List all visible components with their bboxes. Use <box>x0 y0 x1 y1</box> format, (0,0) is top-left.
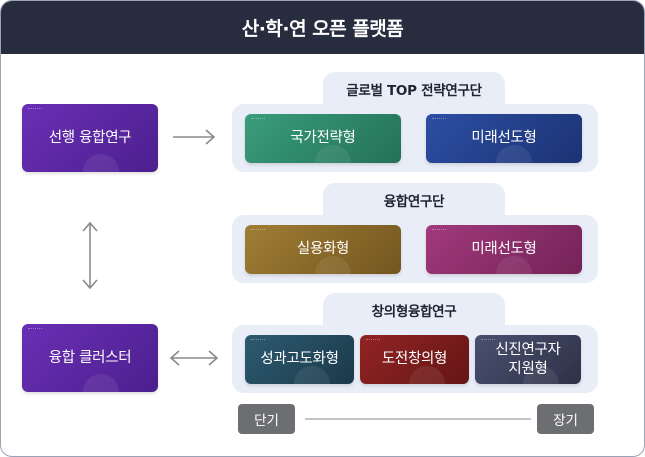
cluster-box: 융합 클러스터 <box>22 324 158 392</box>
challenge-label: 도전창의형 <box>381 351 448 368</box>
creative-group-title: 창의형융합연구 <box>323 293 505 327</box>
future-leading-box-magenta: 미래선도형 <box>426 225 582 274</box>
national-strategy-box: 국가전략형 <box>245 114 401 163</box>
horizontal-double-arrow <box>169 350 219 366</box>
future-leading-label-magenta: 미래선도형 <box>471 241 537 258</box>
performance-label: 성과고도화형 <box>260 351 339 368</box>
practical-label: 실용화형 <box>296 241 350 258</box>
advanced-research-box: 선행 융합연구 <box>22 104 158 172</box>
convergence-group-title: 융합연구단 <box>323 183 505 217</box>
future-leading-box-blue: 미래선도형 <box>426 114 582 163</box>
young-researcher-label: 신진연구자 지원형 <box>495 342 561 377</box>
advanced-research-label: 선행 융합연구 <box>48 129 132 146</box>
cluster-label: 융합 클러스터 <box>48 349 132 366</box>
challenge-box: 도전창의형 <box>360 335 469 384</box>
global-group-title: 글로벌 TOP 전략연구단 <box>323 72 505 106</box>
short-term-pill: 단기 <box>238 404 295 434</box>
national-strategy-label: 국가전략형 <box>290 130 356 147</box>
right-arrow <box>173 129 216 145</box>
vertical-double-arrow <box>82 221 98 290</box>
timeline-line <box>305 418 531 420</box>
page-title: 산·학·연 오픈 플랫폼 <box>1 1 644 54</box>
practical-box: 실용화형 <box>245 225 401 274</box>
long-term-pill: 장기 <box>537 404 594 434</box>
young-researcher-box: 신진연구자 지원형 <box>475 335 581 384</box>
future-leading-label-blue: 미래선도형 <box>471 130 537 147</box>
performance-box: 성과고도화형 <box>245 335 354 384</box>
